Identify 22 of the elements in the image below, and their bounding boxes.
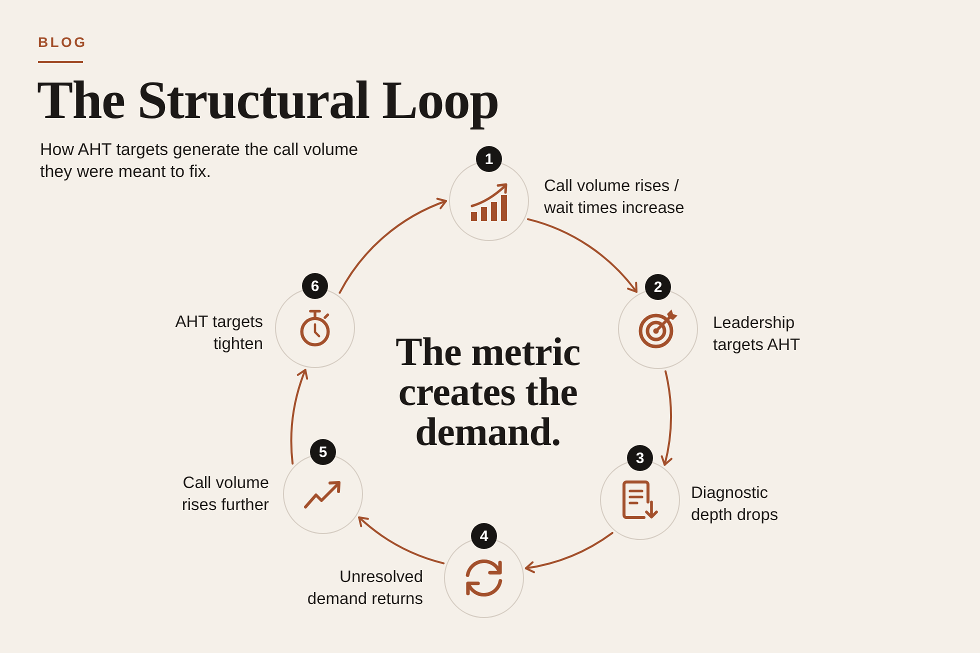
arrow — [660, 370, 672, 466]
step-number: 3 — [627, 445, 653, 471]
subtitle: How AHT targets generate the call volume they were meant to fix. — [40, 139, 360, 183]
step-number: 1 — [476, 146, 502, 172]
category-tag: BLOG — [38, 35, 88, 49]
page-title: The Structural Loop — [37, 73, 499, 127]
step-label: Leadership targets AHT — [713, 313, 802, 356]
step-label: Call volume rises / wait times increase — [544, 176, 686, 219]
arrow — [338, 198, 447, 294]
step-label: Unresolved demand returns — [306, 567, 423, 610]
step-number: 5 — [310, 439, 336, 465]
step-number: 4 — [471, 523, 497, 549]
step-number: 2 — [645, 274, 671, 300]
arrow — [290, 368, 309, 465]
step-label: AHT targets tighten — [174, 312, 263, 355]
step-label: Diagnostic depth drops — [691, 483, 780, 526]
step-number: 6 — [302, 273, 328, 299]
arrow — [524, 532, 614, 573]
arrow — [358, 516, 445, 564]
step-label: Call volume rises further — [180, 473, 269, 516]
arrow — [527, 218, 638, 293]
center-statement: The metric creates the demand. — [394, 332, 582, 452]
